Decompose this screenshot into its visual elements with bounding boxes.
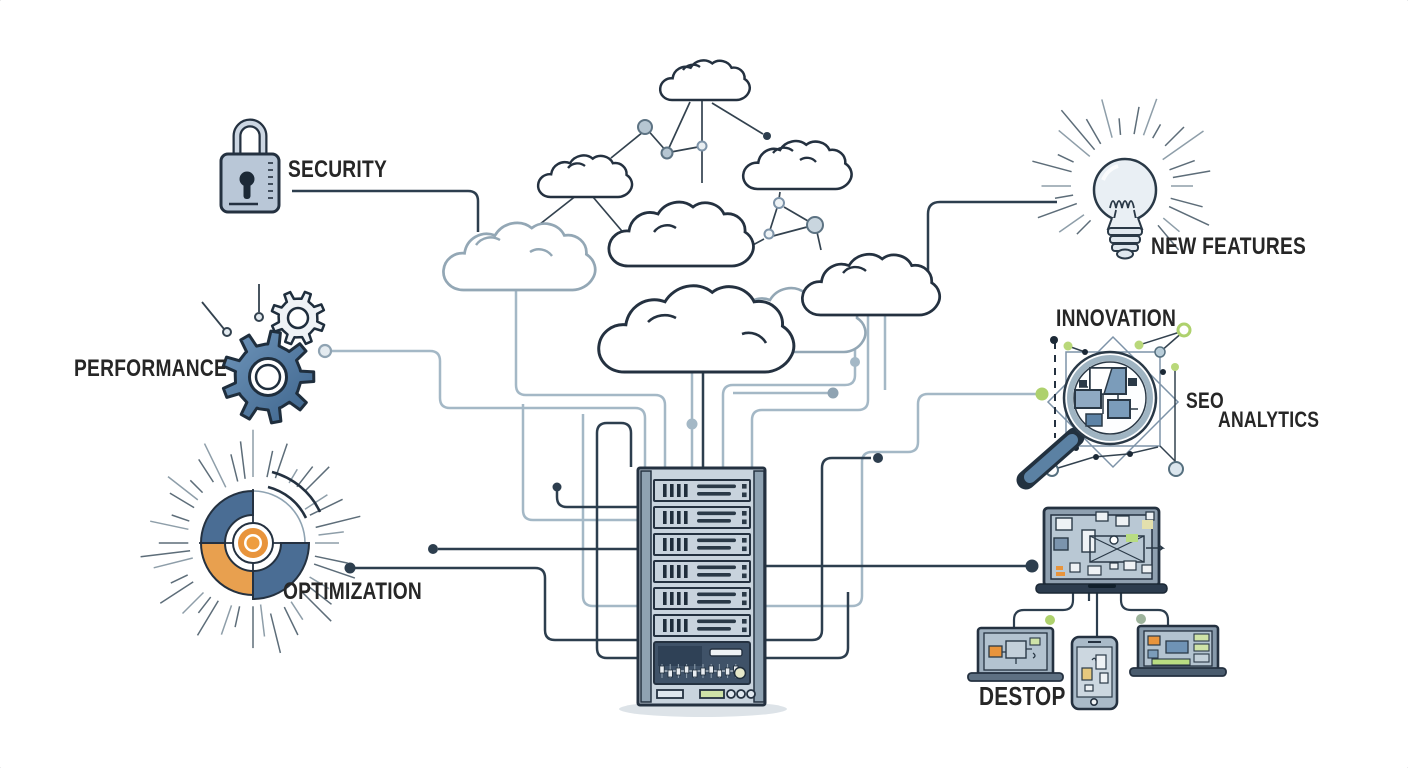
bulb-rays [1032, 98, 1211, 251]
laptop-right-icon [1129, 624, 1227, 677]
label-desktop: DESTOP [979, 681, 1066, 711]
cloud-gray-left [442, 221, 597, 292]
lightbulb-icon [1032, 98, 1211, 260]
sunburst-rays [140, 429, 361, 654]
device-branch-lines [1012, 592, 1170, 637]
cloud-network [442, 59, 942, 374]
label-optimization: OPTIMIZATION [283, 578, 423, 605]
connector-lines-light [331, 286, 1036, 608]
laptop-small-icon [967, 626, 1064, 682]
padlock-icon [219, 118, 281, 214]
network-nodes [637, 119, 824, 240]
target-sunburst-icon [140, 429, 361, 654]
cloud-big-center [597, 284, 796, 374]
cloud-mid [607, 200, 755, 268]
connector-endpoint-dots [317, 343, 1146, 625]
screen-flowchart [1053, 511, 1166, 576]
label-analytics: ANALYTICS [1218, 407, 1320, 432]
smartphone-icon [1070, 635, 1119, 711]
server-rack-icon [619, 466, 787, 717]
cloud-right [800, 252, 942, 317]
laptop-main-icon [1035, 506, 1168, 594]
wifi-arcs [267, 470, 322, 519]
cloud-right-top [741, 139, 853, 191]
gears-icon [201, 284, 326, 425]
cloud-top [658, 59, 752, 102]
label-new-features: NEW FEATURES [1151, 233, 1307, 260]
label-innovation: INNOVATION [1056, 305, 1177, 332]
lens-circuit-diagram [1074, 367, 1138, 427]
label-security: SECURITY [288, 156, 387, 183]
magnifier-circuit-icon [1016, 322, 1192, 490]
connector-lines-dark [292, 189, 1057, 660]
server-units [653, 479, 751, 637]
label-seo: SEO [1186, 388, 1224, 413]
cloud-left [536, 154, 634, 199]
label-performance: PERFORMANCE [74, 355, 228, 382]
